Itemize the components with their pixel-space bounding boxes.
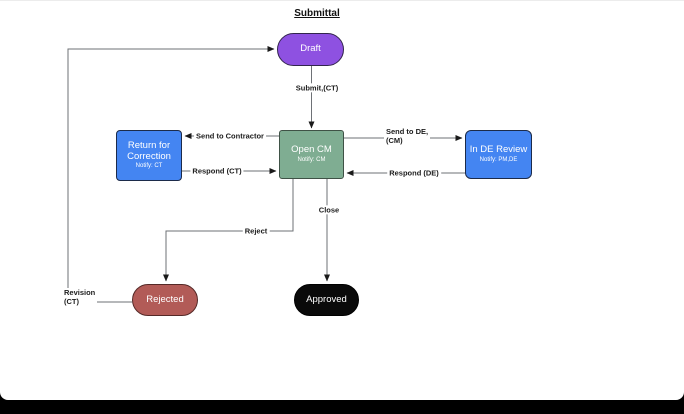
edge-revision-line xyxy=(67,46,275,303)
node-return-for-correction-label: Return for Correction xyxy=(127,139,171,162)
node-rejected-label: Rejected xyxy=(146,293,184,305)
edge-reject-line xyxy=(163,179,294,282)
node-open-cm-label: Open CM xyxy=(291,144,332,156)
node-in-de-review-label: In DE Review xyxy=(469,144,528,156)
node-open-cm[interactable]: Open CM Notify: CM xyxy=(279,130,344,179)
node-return-for-correction-sublabel: Notify: CT xyxy=(135,163,163,170)
node-open-cm-sublabel: Notify: CM xyxy=(297,157,326,164)
node-approved-label: Approved xyxy=(306,293,347,305)
connector-layer xyxy=(67,46,465,303)
window-bottom-bar xyxy=(0,400,684,414)
node-draft[interactable]: Draft xyxy=(277,33,344,66)
edge-respond-de-label: Respond (DE) xyxy=(387,168,441,178)
node-in-de-review-sublabel: Notify: PM,DE xyxy=(479,157,518,164)
edge-reject-label: Reject xyxy=(242,226,270,236)
edge-send-to-de-label: Send to DE, (CM) xyxy=(384,127,431,146)
node-return-for-correction[interactable]: Return for Correction Notify: CT xyxy=(116,130,182,181)
node-in-de-review[interactable]: In DE Review Notify: PM,DE xyxy=(465,130,532,179)
edge-close-label: Close xyxy=(316,205,342,215)
edge-respond-ct-label: Respond (CT) xyxy=(190,166,244,176)
edge-send-to-contractor-label: Send to Contractor xyxy=(194,131,266,141)
node-approved[interactable]: Approved xyxy=(294,284,359,316)
edge-submit-label: Submit,(CT) xyxy=(293,83,341,93)
diagram-canvas: Submittal Draft Open CM Notify: CM Ret xyxy=(0,0,684,400)
diagram-title: Submittal xyxy=(294,8,340,19)
node-rejected[interactable]: Rejected xyxy=(132,284,198,316)
node-draft-label: Draft xyxy=(300,43,321,55)
edge-revision-label: Revision (CT) xyxy=(62,288,98,307)
